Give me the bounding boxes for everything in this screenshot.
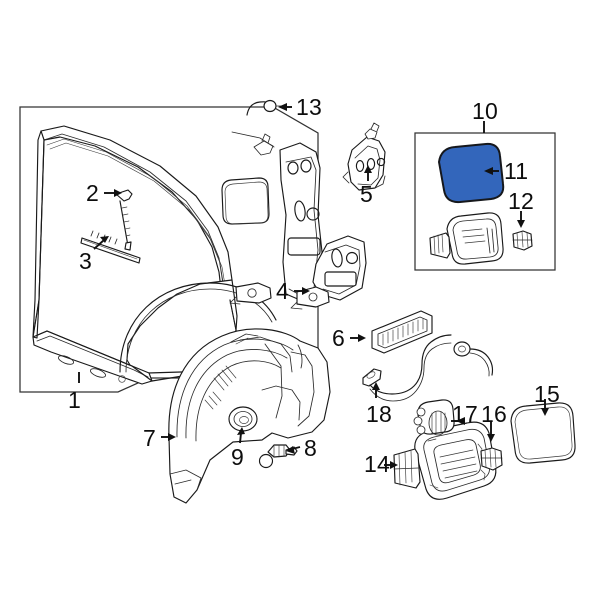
part-quarter-panel: [32, 125, 323, 385]
part-grommet-plug: [228, 406, 258, 432]
callout-13[interactable]: 13: [296, 94, 322, 120]
part-drain-hose-plug: [246, 99, 283, 116]
callout-7[interactable]: 7: [143, 425, 156, 451]
part-lower-reinforcement-bracket: [290, 235, 367, 310]
callout-4[interactable]: 4: [276, 278, 289, 304]
part-housing-retainer-clip: [480, 447, 503, 471]
part-fuel-filler-door-highlighted: [438, 142, 505, 204]
callout-6[interactable]: 6: [332, 325, 345, 351]
callout-14[interactable]: 14: [364, 451, 390, 477]
part-bolt-screw: [115, 189, 133, 251]
callout-3[interactable]: 3: [79, 248, 92, 274]
callout-9[interactable]: 9: [231, 444, 244, 470]
part-fuel-door-outer-skin: [510, 402, 576, 464]
callout-2[interactable]: 2: [86, 180, 99, 206]
part-clip-retainer-strip: [80, 230, 141, 264]
callout-17[interactable]: 17: [452, 401, 478, 427]
part-upper-reinforcement-bracket: [342, 122, 386, 191]
callout-18[interactable]: 18: [366, 401, 392, 427]
callout-12[interactable]: 12: [508, 188, 534, 214]
callout-5[interactable]: 5: [360, 181, 373, 207]
group-outline-fuel-door-kit: [414, 132, 556, 271]
part-emergency-release-cable: [362, 334, 494, 402]
callout-10[interactable]: 10: [472, 98, 498, 124]
callout-15[interactable]: 15: [534, 381, 560, 407]
part-door-hinge-clip: [512, 230, 533, 251]
leader-lines: [78, 103, 549, 469]
part-pressure-relief-vent-grille: [371, 310, 433, 354]
callout-8[interactable]: 8: [304, 435, 317, 461]
callout-11[interactable]: 11: [504, 158, 529, 184]
callout-1[interactable]: 1: [68, 387, 81, 413]
part-actuator-lock-solenoid: [413, 399, 455, 436]
part-fuel-filler-housing: [393, 421, 497, 500]
callout-16[interactable]: 16: [481, 401, 507, 427]
part-fuel-door-with-hinge: [429, 212, 504, 265]
